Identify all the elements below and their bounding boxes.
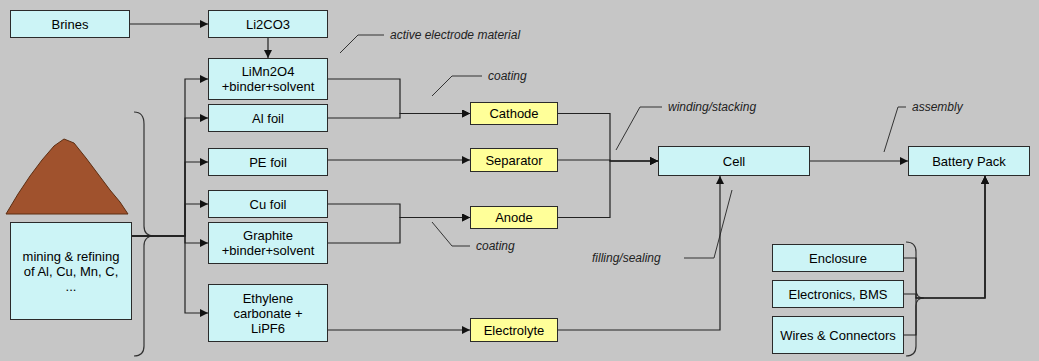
component-box: Anode bbox=[470, 206, 558, 229]
material-box: Cu foil bbox=[208, 190, 328, 218]
leader-line bbox=[684, 190, 732, 258]
component-box: Cathode bbox=[470, 102, 558, 125]
box-text: Wires & Connectors bbox=[780, 328, 896, 343]
left-brace bbox=[134, 112, 154, 356]
leader-line bbox=[884, 107, 906, 152]
box-text: PE foil bbox=[249, 155, 287, 170]
flow-arrow bbox=[328, 218, 470, 244]
material-box: Li2CO3 bbox=[208, 10, 328, 38]
flow-arrow bbox=[328, 79, 470, 114]
flow-arrow bbox=[132, 162, 208, 236]
box-text: Battery Pack bbox=[932, 154, 1006, 169]
flow-arrow bbox=[132, 118, 208, 236]
ore-pile bbox=[6, 139, 128, 214]
part-box: Enclosure bbox=[772, 244, 904, 272]
box-text: Electronics, BMS bbox=[789, 287, 888, 302]
material-box: Graphite +binder+solvent bbox=[208, 222, 328, 264]
box-text: Cu foil bbox=[250, 197, 287, 212]
box-text: Al foil bbox=[252, 111, 284, 126]
material-box: PE foil bbox=[208, 148, 328, 176]
leader-line bbox=[616, 107, 662, 150]
flow-arrow bbox=[328, 114, 470, 119]
leader-line bbox=[432, 222, 470, 246]
part-box: Electronics, BMS bbox=[772, 280, 904, 308]
component-box: Separator bbox=[470, 148, 558, 172]
flow-arrow bbox=[558, 176, 720, 330]
material-box: LiMn2O4 +binder+solvent bbox=[208, 58, 328, 100]
right-brace bbox=[906, 242, 924, 356]
leader-line bbox=[432, 76, 482, 96]
source-box: mining & refining of Al, Cu, Mn, C, ... bbox=[10, 222, 132, 320]
box-text: Graphite +binder+solvent bbox=[215, 228, 321, 258]
flow-arrow bbox=[904, 176, 985, 298]
process-step-label: assembly bbox=[912, 100, 963, 114]
flow-arrow bbox=[904, 176, 985, 298]
flow-arrow bbox=[130, 23, 208, 24]
box-text: mining & refining of Al, Cu, Mn, C, ... bbox=[17, 249, 125, 294]
flow-arrow bbox=[904, 176, 985, 335]
process-box: Cell bbox=[658, 146, 810, 176]
process-step-label: filling/sealing bbox=[592, 251, 661, 265]
flow-arrow bbox=[267, 38, 268, 58]
flow-arrow bbox=[328, 329, 470, 330]
box-text: LiMn2O4 +binder+solvent bbox=[215, 64, 321, 94]
process-step-label: coating bbox=[476, 239, 515, 253]
process-step-label: winding/stacking bbox=[668, 100, 756, 114]
box-text: Anode bbox=[495, 210, 533, 225]
flow-arrow bbox=[328, 159, 470, 160]
flow-arrow bbox=[132, 236, 208, 313]
flow-arrow bbox=[132, 79, 208, 236]
flow-arrow bbox=[328, 204, 470, 218]
box-text: Cathode bbox=[489, 106, 538, 121]
box-text: Separator bbox=[485, 153, 542, 168]
component-box: Electrolyte bbox=[470, 318, 558, 342]
box-text: Brines bbox=[52, 17, 89, 32]
material-box: Al foil bbox=[208, 104, 328, 132]
flow-arrow bbox=[558, 161, 658, 218]
part-box: Wires & Connectors bbox=[772, 316, 904, 354]
box-text: Cell bbox=[723, 154, 745, 169]
box-text: Electrolyte bbox=[484, 323, 545, 338]
source-box: Brines bbox=[10, 10, 130, 38]
flow-arrow bbox=[132, 236, 208, 243]
leader-line bbox=[340, 35, 384, 53]
flow-arrow bbox=[132, 204, 208, 236]
product-box: Battery Pack bbox=[908, 146, 1030, 176]
flow-arrow bbox=[558, 114, 658, 162]
flow-arrow bbox=[810, 160, 908, 161]
box-text: Enclosure bbox=[809, 251, 867, 266]
process-step-label: active electrode material bbox=[390, 28, 520, 42]
box-text: Li2CO3 bbox=[246, 17, 290, 32]
box-text: Ethylene carbonate + LiPF6 bbox=[215, 291, 321, 336]
material-box: Ethylene carbonate + LiPF6 bbox=[208, 284, 328, 342]
process-step-label: coating bbox=[488, 69, 527, 83]
